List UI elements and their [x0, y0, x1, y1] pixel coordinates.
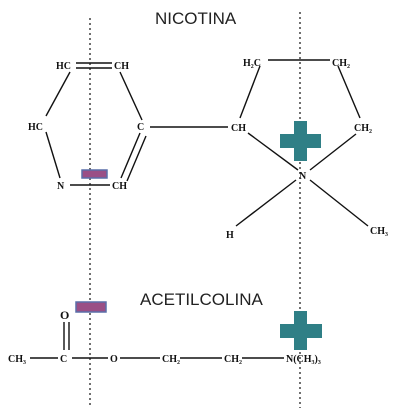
atom-ch2-second: CH₂	[224, 354, 242, 365]
atom-ch-bottom: CH	[112, 181, 127, 192]
acetylcholine-chain	[30, 322, 284, 359]
atom-c-carbonyl: C	[60, 354, 67, 365]
negative-charge-icon-acetylcholine	[75, 301, 107, 313]
atom-h2c: H₂C	[243, 58, 261, 69]
atom-hc-left: HC	[28, 122, 43, 133]
pyrrolidine-ring	[235, 59, 369, 227]
atom-n-trimethyl: N(CH₃)₃	[286, 354, 321, 365]
nicotine-title: NICOTINA	[155, 9, 237, 28]
atom-ch2-right: CH₂	[354, 123, 372, 134]
positive-charge-icon-nicotine	[280, 121, 321, 161]
acetylcholine-title: ACETILCOLINA	[140, 290, 263, 309]
atom-o-ester: O	[110, 354, 118, 365]
atom-ch3-acetyl: CH₃	[8, 354, 26, 365]
atom-ch-pyrrolidine: CH	[231, 123, 246, 134]
atom-ch-top: CH	[114, 61, 129, 72]
atom-n-pyridine: N	[57, 181, 65, 192]
atom-c-ring: C	[137, 122, 144, 133]
atom-hc-top: HC	[56, 61, 71, 72]
atom-n-pyrrolidine: N	[299, 171, 307, 182]
atom-h: H	[226, 230, 234, 241]
positive-charge-icon-acetylcholine	[280, 311, 322, 350]
pyridine-ring	[45, 62, 147, 186]
negative-charge-icon-nicotine	[81, 169, 108, 179]
atom-ch2-top: CH₂	[332, 58, 350, 69]
atom-o-carbonyl: O	[60, 308, 69, 322]
atom-ch3-nicotine: CH₃	[370, 226, 388, 237]
atom-ch2-first: CH₂	[162, 354, 180, 365]
